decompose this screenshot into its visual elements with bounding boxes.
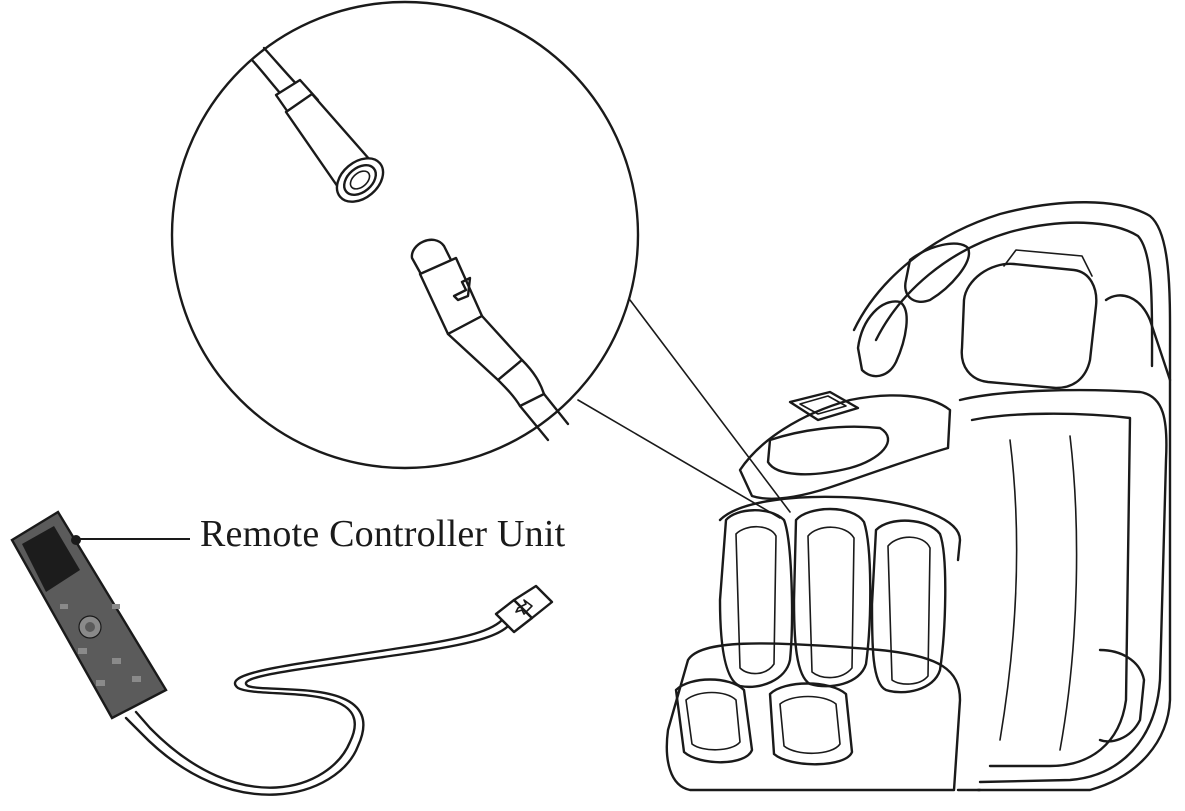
zoom-detail-circle	[170, 0, 791, 519]
right-arrow-icon	[515, 599, 533, 615]
chair-calf-center	[792, 507, 872, 688]
remote-button-d	[112, 658, 121, 664]
chair-headrest	[960, 262, 1098, 390]
chair-armrest	[738, 394, 952, 500]
remote-cable	[124, 584, 554, 796]
chair-shell-outer	[852, 201, 1172, 792]
remote-screen	[22, 526, 80, 592]
remote-button-b	[112, 604, 120, 609]
massage-chair	[665, 201, 1172, 792]
chair-foot-left	[674, 678, 754, 764]
chair-calf-right	[870, 519, 947, 694]
female-connector	[250, 46, 385, 203]
chair-foot-right	[768, 682, 854, 766]
chair-shoulder-pad	[904, 242, 971, 303]
chair-rear-base	[1098, 648, 1146, 743]
chair-seat	[718, 495, 962, 562]
up-arrow-icon	[452, 276, 472, 302]
chair-side-panel	[958, 388, 1168, 784]
zoom-circle-outline	[170, 0, 640, 470]
remote-button-f	[132, 676, 141, 682]
zoom-line-lower	[577, 399, 781, 519]
zoom-line-upper	[629, 299, 791, 513]
chair-leg-base	[665, 642, 962, 792]
remote-button-c	[78, 648, 87, 654]
remote-dial-center	[85, 622, 95, 632]
chair-calf-left	[718, 509, 794, 689]
remote-controller-label: Remote Controller Unit	[200, 513, 566, 555]
remote-button-a	[60, 604, 68, 609]
chair-remote-dock	[788, 390, 860, 422]
remote-button-e	[96, 680, 105, 686]
male-connector	[410, 238, 570, 442]
remote-controller	[10, 510, 190, 720]
remote-callout-dot	[71, 535, 81, 545]
